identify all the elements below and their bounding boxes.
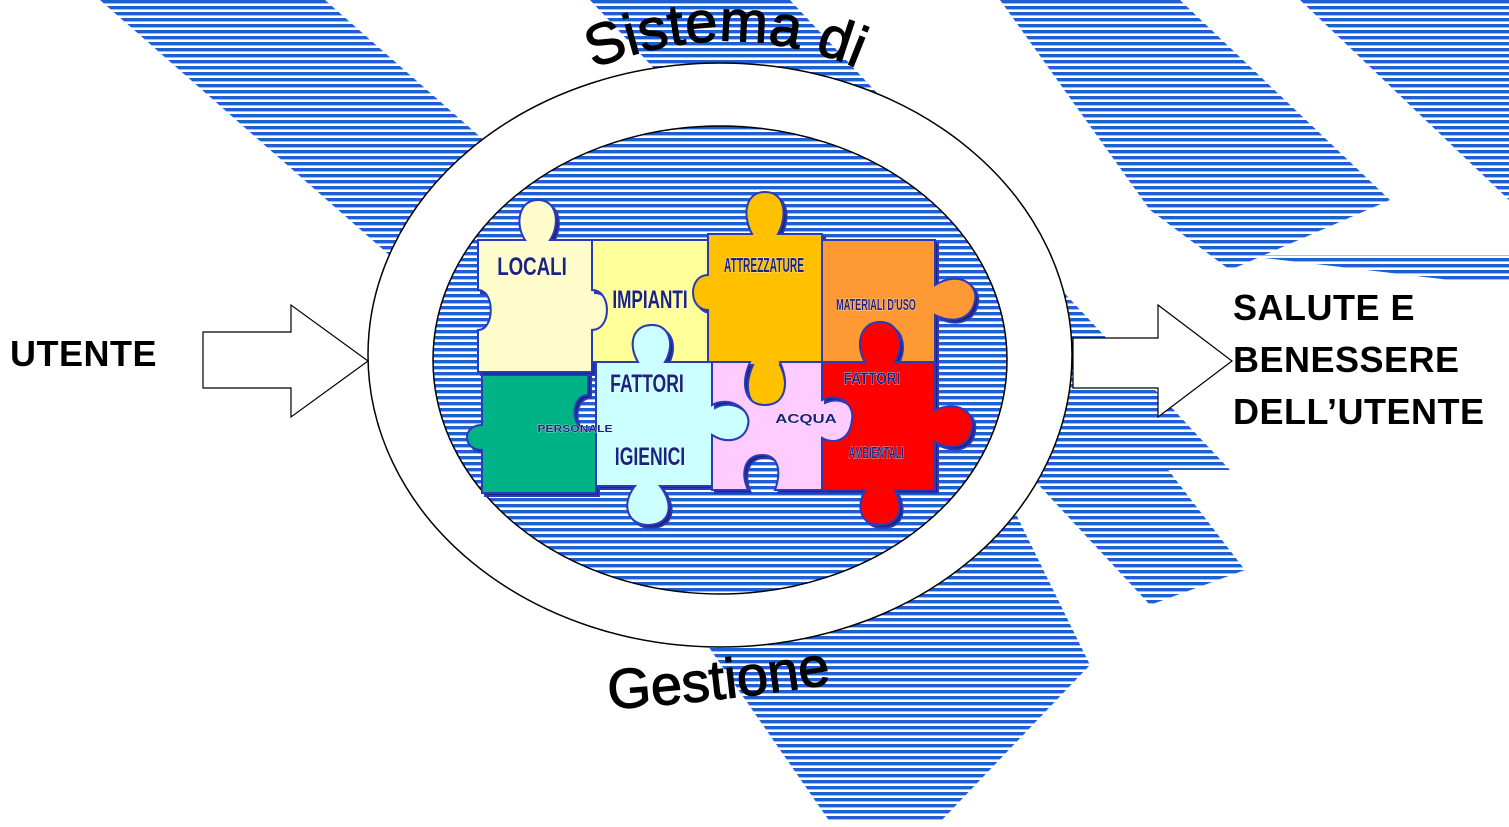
label-attrezzature: ATTREZZATURE: [724, 254, 804, 277]
piece-attrezzature: [692, 190, 826, 410]
output-arrow: [1072, 303, 1233, 419]
label-impianti: IMPIANTI: [612, 285, 687, 314]
piece-fattori-ambientali: [821, 320, 977, 530]
outcome-line-1: SALUTE E: [1233, 287, 1416, 328]
puzzle: [466, 190, 980, 530]
outcome-line-2: BENESSERE: [1233, 339, 1460, 380]
label-fattori-ambientali-1: FATTORI: [844, 370, 900, 389]
stripe-3: [1000, 0, 1390, 270]
outcome-line-3: DELL’UTENTE: [1233, 391, 1485, 432]
label-fattori-igienici-1: FATTORI: [610, 369, 684, 398]
piece-locali: [477, 198, 611, 376]
label-acqua: ACQUA: [775, 413, 837, 427]
label-personale: PERSONALE: [537, 424, 612, 435]
piece-impianti: [591, 239, 714, 366]
label-fattori-igienici-2: IGIENICI: [615, 442, 685, 471]
input-arrow: [202, 303, 370, 419]
stripe-4: [1300, 0, 1509, 200]
label-locali: LOCALI: [497, 252, 567, 280]
label-fattori-ambientali-2: AMBIENTALI: [848, 445, 903, 462]
stripe-7: [1240, 255, 1509, 280]
label-materiali: MATERIALI D'USO: [836, 297, 916, 314]
piece-personale: [466, 371, 600, 497]
user-label: UTENTE: [10, 333, 157, 374]
outcome-label: SALUTE E BENESSERE DELL’UTENTE: [1233, 282, 1485, 438]
